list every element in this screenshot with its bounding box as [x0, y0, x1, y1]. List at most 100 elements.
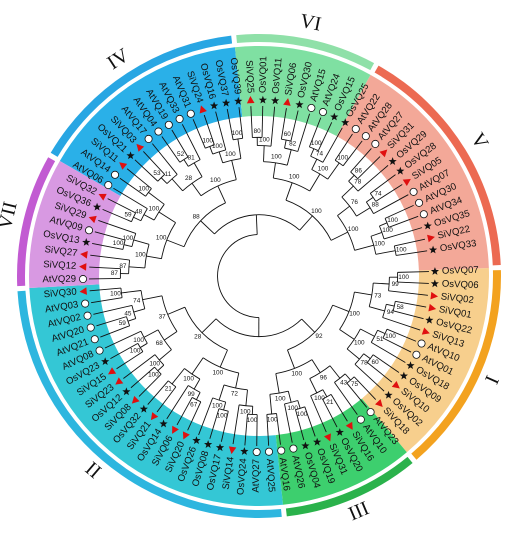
- leaf-label: OsVQ24: [235, 457, 249, 495]
- branch: [334, 133, 353, 161]
- branch: [89, 277, 121, 280]
- branch-arc: [382, 304, 387, 318]
- branch-arc: [346, 328, 361, 350]
- clade-outer-ring: [17, 34, 502, 518]
- branch-arc: [179, 156, 189, 163]
- bootstrap-value: 100: [374, 240, 385, 247]
- branch: [360, 328, 375, 337]
- bootstrap-value: 100: [225, 151, 236, 158]
- branch: [286, 149, 292, 166]
- branch: [100, 325, 130, 338]
- bootstrap-value: 59: [119, 320, 127, 327]
- triangle-marker: [199, 105, 207, 114]
- triangle-marker: [323, 433, 331, 442]
- branch: [322, 127, 343, 163]
- triangle-marker: [88, 215, 97, 224]
- branch: [311, 158, 318, 170]
- bootstrap-value: 52: [177, 151, 185, 158]
- bootstrap-value: 100: [354, 339, 365, 346]
- triangle-marker: [427, 234, 435, 243]
- branch: [334, 382, 358, 415]
- bootstrap-value: 99: [392, 281, 400, 288]
- branch: [143, 329, 159, 338]
- branch: [346, 348, 360, 360]
- branch-arc: [281, 138, 291, 142]
- branch: [357, 156, 381, 179]
- bootstrap-value: 100: [348, 226, 359, 233]
- bootstrap-value: 100: [148, 372, 159, 379]
- branch: [394, 238, 426, 247]
- leaf-label: SiVQ14: [221, 455, 237, 490]
- branch: [133, 216, 142, 222]
- branch: [163, 331, 178, 341]
- circle-marker: [154, 127, 163, 136]
- star-marker: [192, 436, 201, 444]
- bootstrap-value: 51: [376, 336, 384, 343]
- circle-marker: [412, 350, 421, 359]
- branch: [143, 151, 166, 175]
- circle-marker: [307, 103, 316, 112]
- circle-marker: [83, 311, 92, 320]
- branch: [284, 139, 287, 149]
- branch-arc: [131, 212, 136, 222]
- bootstrap-value: 60: [372, 359, 380, 366]
- leaf-label: AtVQ16: [277, 457, 292, 492]
- branch: [388, 215, 419, 228]
- bootstrap-value: 100: [240, 408, 251, 415]
- bootstrap-value: 73: [374, 293, 382, 300]
- branch: [166, 239, 185, 248]
- triangle-marker: [182, 431, 190, 440]
- branch: [310, 148, 315, 157]
- bootstrap-value: 100: [349, 310, 360, 317]
- bootstrap-value: 100: [138, 185, 149, 192]
- bootstrap-value: 100: [291, 371, 302, 378]
- branch: [192, 119, 206, 149]
- branch: [370, 174, 396, 194]
- star-marker: [301, 441, 310, 450]
- branch: [375, 250, 396, 255]
- leaf-label: OsVQ39: [228, 57, 243, 95]
- leaf-label: SiVQ02: [440, 291, 474, 306]
- triangle-marker: [136, 143, 145, 152]
- bootstrap-value: 100: [130, 347, 141, 354]
- star-marker: [341, 118, 350, 127]
- star-marker: [384, 390, 393, 399]
- branch: [232, 404, 240, 445]
- bootstrap-value: 21: [165, 385, 173, 392]
- branch: [215, 111, 227, 151]
- triangle-marker: [98, 193, 107, 201]
- leaf-label: SiVQ30: [43, 287, 77, 301]
- branch-arc: [263, 161, 288, 166]
- bootstrap-value: 68: [156, 340, 164, 347]
- triangle-marker: [345, 421, 353, 430]
- bootstrap-value: 100: [387, 217, 398, 224]
- bootstrap-value: 28: [185, 175, 193, 182]
- clade-label-VII: VII: [0, 200, 22, 232]
- circle-marker: [164, 120, 173, 129]
- bootstrap-value: 100: [311, 140, 322, 147]
- leaf-label: AtVQ03: [44, 299, 79, 315]
- bootstrap-value: 21: [326, 399, 334, 406]
- branch: [295, 409, 305, 441]
- bootstrap-value: 75: [351, 381, 359, 388]
- branch: [386, 328, 417, 342]
- clade-ring-III: [285, 456, 413, 517]
- bootstrap-value: 59: [124, 211, 132, 218]
- branch: [383, 227, 423, 240]
- branch: [245, 389, 248, 406]
- clade-sector-VI: [234, 46, 371, 137]
- branch: [152, 143, 178, 175]
- branch: [393, 310, 424, 320]
- bootstrap-value: 78: [354, 179, 362, 186]
- bootstrap-value: 100: [275, 396, 286, 403]
- triangle-marker: [246, 96, 255, 104]
- branch-arc: [120, 288, 123, 298]
- branch: [397, 281, 429, 284]
- branch: [284, 403, 293, 443]
- branch: [377, 329, 386, 335]
- branch: [272, 162, 276, 179]
- bootstrap-value: 100: [156, 235, 167, 242]
- branch: [304, 406, 316, 437]
- star-marker: [330, 112, 339, 121]
- bootstrap-value: 100: [212, 403, 223, 410]
